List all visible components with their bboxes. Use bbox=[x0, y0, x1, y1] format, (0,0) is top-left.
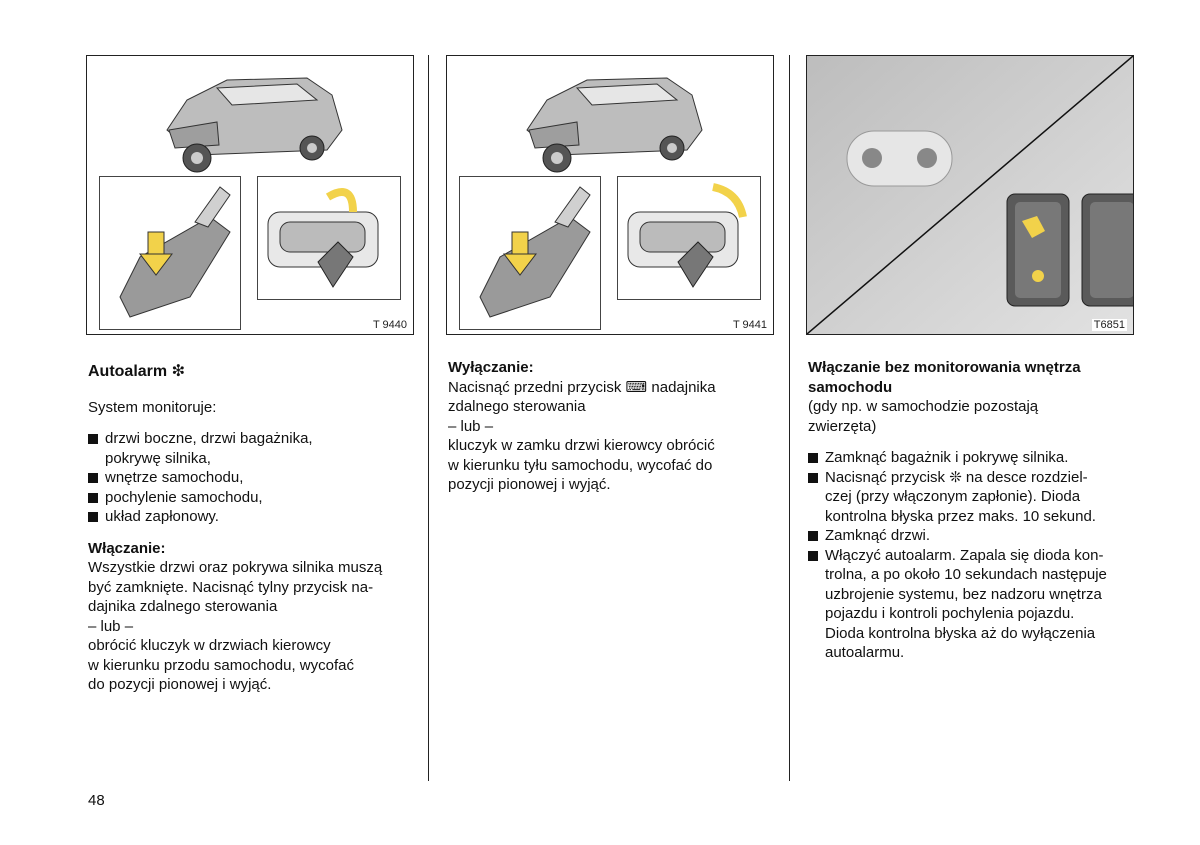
paragraph-line: kluczyk w zamku drzwi kierowcy obrócić bbox=[448, 437, 715, 454]
inset-door-lock bbox=[257, 176, 401, 300]
figure-dashboard-button: T6851 bbox=[806, 55, 1134, 335]
list-item: Zamknąć drzwi. bbox=[808, 526, 1148, 546]
paragraph-line: w kierunku przodu samochodu, wycofać bbox=[88, 656, 354, 674]
figure-code: T 9440 bbox=[372, 319, 407, 331]
list-item: Nacisnąć przycisk ❊ na desce rozdziel-cz… bbox=[808, 468, 1148, 527]
column-divider-1 bbox=[428, 55, 429, 781]
figure-code: T6851 bbox=[1091, 319, 1127, 331]
door-handle-icon bbox=[267, 188, 379, 288]
figure-code: T 9441 bbox=[732, 319, 767, 331]
paragraph-line: w kierunku tyłu samochodu, wycofać do bbox=[448, 456, 713, 474]
remote-key-icon bbox=[479, 186, 591, 318]
remote-key-icon bbox=[119, 186, 231, 318]
inset-door-lock bbox=[617, 176, 761, 300]
list-item: układ zapłonowy. bbox=[88, 507, 418, 527]
paragraph-line: do pozycji pionowej i wyjąć. bbox=[88, 676, 272, 693]
paragraph-line: zdalnego sterowania bbox=[448, 398, 586, 415]
paragraph-line: obrócić kluczyk w drzwiach kierowcy bbox=[88, 637, 331, 654]
suv-illustration bbox=[526, 77, 703, 173]
paragraph-line: Wszystkie drzwi oraz pokrywa silnika mus… bbox=[88, 559, 383, 576]
column-2-text: Wyłączanie: Nacisnąć przedni przycisk ⌨ … bbox=[448, 358, 778, 495]
list-item: pochylenie samochodu, bbox=[88, 488, 418, 508]
column-divider-2 bbox=[789, 55, 790, 781]
subheading-arming: Włączanie: bbox=[88, 539, 166, 557]
subheading-disarming: Wyłączanie: bbox=[448, 359, 534, 376]
list-item: drzwi boczne, drzwi bagażnika,pokrywę si… bbox=[88, 429, 418, 468]
page-number: 48 bbox=[88, 792, 105, 809]
paragraph-line: pozycji pionowej i wyjąć. bbox=[448, 476, 611, 493]
intro-text: System monitoruje: bbox=[88, 398, 217, 416]
section-title: Autoalarm ❇ bbox=[88, 363, 185, 380]
door-handle-icon bbox=[627, 183, 747, 288]
paragraph-line: być zamknięte. Nacisnąć tylny przycisk n… bbox=[88, 578, 374, 596]
paragraph-line: – lub – bbox=[88, 617, 134, 635]
list-item: Zamknąć bagażnik i pokrywę silnika. bbox=[808, 448, 1148, 468]
figure-alarm-disarming: T 9441 bbox=[446, 55, 774, 335]
paragraph-line: Nacisnąć przedni przycisk ⌨ nadajnika bbox=[448, 378, 716, 396]
list-item: wnętrze samochodu, bbox=[88, 468, 418, 488]
inset-remote-key bbox=[459, 176, 601, 330]
paragraph-line: – lub – bbox=[448, 417, 494, 435]
dashboard-illustration bbox=[807, 56, 1133, 334]
column-1-text: Autoalarm ❇ System monitoruje: drzwi boc… bbox=[88, 362, 418, 695]
paragraph-line: dajnika zdalnego sterowania bbox=[88, 598, 278, 615]
list-item: Włączyć autoalarm. Zapala się dioda kon-… bbox=[808, 546, 1148, 663]
inset-remote-key bbox=[99, 176, 241, 330]
suv-illustration bbox=[166, 77, 343, 173]
figure-alarm-arming: T 9440 bbox=[86, 55, 414, 335]
